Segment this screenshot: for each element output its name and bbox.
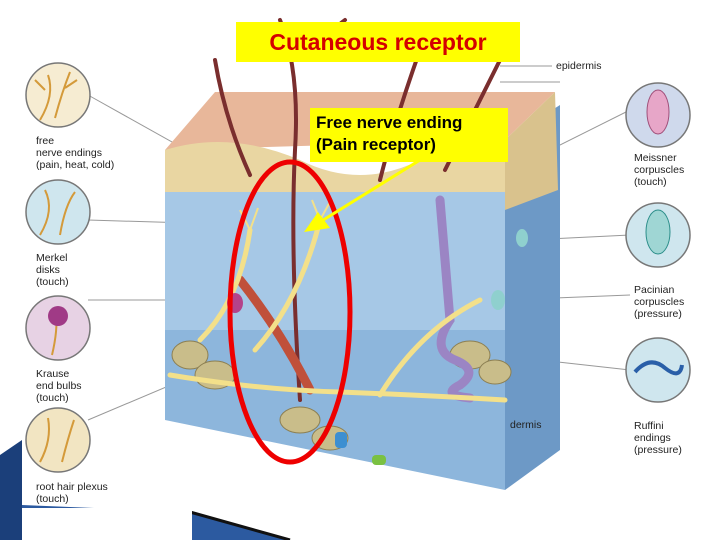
blood-vessel-green bbox=[372, 455, 386, 465]
label-dermis: dermis bbox=[510, 419, 542, 431]
sweat-gland bbox=[435, 195, 475, 403]
label-merkel-disks: Merkel disks (touch) bbox=[36, 252, 69, 288]
krause-end-bulbs-circle bbox=[25, 295, 91, 361]
arrector-muscle bbox=[235, 275, 315, 395]
free-nerve-endings-circle bbox=[25, 62, 91, 128]
callout-line-1: Free nerve ending bbox=[316, 113, 463, 132]
blood-vessel-blue bbox=[335, 432, 347, 448]
meissner-detail bbox=[646, 89, 670, 135]
corner-decoration-dark bbox=[0, 440, 22, 540]
label-epidermis: epidermis bbox=[556, 60, 602, 72]
label-free-nerve-endings: free nerve endings (pain, heat, cold) bbox=[36, 135, 115, 171]
corner-decoration-gap bbox=[22, 508, 192, 540]
root-hair-plexus-circle bbox=[25, 407, 91, 473]
highlight-ellipse bbox=[227, 159, 353, 465]
pacinian-small-2 bbox=[491, 290, 505, 310]
ruffini-detail bbox=[633, 360, 684, 376]
fat-lobules bbox=[171, 340, 512, 451]
slide-title: Cutaneous receptor bbox=[236, 22, 520, 62]
label-pacinian-corpuscles: Pacinian corpuscles (pressure) bbox=[634, 284, 685, 320]
callout-arrowhead bbox=[304, 212, 330, 232]
pacinian-small bbox=[516, 229, 528, 247]
ruffini-endings-circle bbox=[625, 337, 691, 403]
epidermis-side bbox=[505, 92, 558, 210]
label-ruffini-endings: Ruffini endings (pressure) bbox=[634, 420, 682, 456]
callout-line-2: (Pain receptor) bbox=[316, 135, 436, 154]
krause-bulb-detail bbox=[48, 306, 68, 326]
label-meissner-corpuscles: Meissner corpuscles (touch) bbox=[634, 152, 685, 188]
callout-box: Free nerve ending (Pain receptor) bbox=[310, 108, 508, 162]
epidermis-front bbox=[165, 139, 505, 192]
label-root-hair-plexus: root hair plexus (touch) bbox=[36, 481, 108, 505]
pacinian-detail bbox=[645, 209, 671, 255]
callout-arrow-line bbox=[319, 158, 421, 224]
corner-decoration-line bbox=[189, 510, 291, 540]
merkel-disks-circle bbox=[25, 179, 91, 245]
label-krause-end-bulbs: Krause end bulbs (touch) bbox=[36, 368, 82, 404]
